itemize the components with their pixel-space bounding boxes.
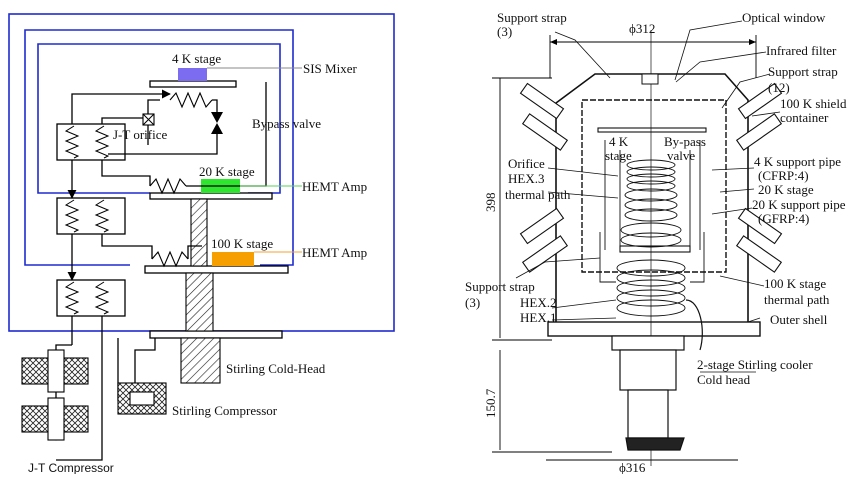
- stage-4k-label: 4 K stage: [172, 51, 221, 66]
- stage-20k-label: 20 K stage: [199, 164, 255, 179]
- infrared-filter-label: Infrared filter: [766, 43, 837, 58]
- hemt-amp-100k-block: [212, 252, 254, 266]
- support-pipe-20k-label-2: (GFRP:4): [758, 211, 809, 226]
- support-pipe-4k-label-1: 4 K support pipe: [754, 154, 841, 169]
- outer-shell-label: Outer shell: [770, 312, 828, 327]
- bypass-drawing-label-1: By-pass: [664, 134, 706, 149]
- heat-exchanger-coils: [599, 140, 705, 317]
- shield-100k-label-2: container: [780, 110, 829, 125]
- stirling-cooler-label-2: Cold head: [697, 372, 751, 387]
- dim-150-7: 150.7: [483, 388, 498, 418]
- stage-100k-drawing-label-1: 100 K stage: [764, 276, 826, 291]
- shield-100k-label-1: 100 K shield: [780, 96, 847, 111]
- hemt-amp-100k-label: HEMT Amp: [302, 245, 367, 260]
- cryostat-schematic: 4 K stage SIS Mixer J-T orifice Bypass v…: [8, 13, 395, 475]
- hex3-label: HEX.3: [508, 171, 544, 186]
- stirling-cooler-label-1: 2-stage Stirling cooler: [697, 357, 813, 372]
- stage-4k-drawing-label-2: stage: [605, 148, 632, 163]
- dim-398: 398: [483, 193, 498, 213]
- stage-100k-label: 100 K stage: [211, 236, 273, 251]
- optical-window: [641, 73, 659, 85]
- support-straps: [519, 82, 783, 273]
- support-strap-top-label-2: (3): [497, 24, 512, 39]
- stirling-compressor-label: Stirling Compressor: [172, 403, 278, 418]
- jt-orifice-label: J-T orifice: [113, 127, 167, 142]
- support-strap-bottom-label-2: (3): [465, 295, 480, 310]
- stage-20k-heat-exchanger: [149, 177, 187, 195]
- sis-mixer-block: [178, 68, 207, 81]
- stage-100k-drawing-label-2: thermal path: [764, 292, 830, 307]
- support-strap-top-label-1: Support strap: [497, 10, 567, 25]
- dim-phi-312: ϕ312: [629, 21, 655, 36]
- bypass-valve-label: Bypass valve: [252, 116, 321, 131]
- stirling-cold-head-label: Stirling Cold-Head: [226, 361, 326, 376]
- shell-base-flange: [547, 321, 761, 337]
- hemt-amp-20k-label: HEMT Amp: [302, 179, 367, 194]
- radiation-shield-20k: [37, 43, 281, 194]
- heat-exchanger-1: [56, 279, 126, 317]
- cold-head-column-upper: [190, 198, 208, 267]
- cold-head-column-lower: [185, 272, 214, 332]
- stirling-cold-head-body: [180, 337, 221, 384]
- support-strap-12-label-2: (12): [768, 80, 790, 95]
- hex1-label: HEX.1: [520, 310, 556, 325]
- hex2-label: HEX.2: [520, 295, 556, 310]
- bypass-drawing-label-2: valve: [667, 148, 695, 163]
- outer-shell: [555, 73, 749, 331]
- shield-100k-container: [581, 99, 727, 273]
- stage-4k-plate: [149, 80, 237, 88]
- jt-compressor-label: J-T Compressor: [28, 461, 114, 474]
- support-strap-12-label-1: Support strap: [768, 64, 838, 79]
- dim-phi-316: ϕ316: [619, 460, 646, 474]
- stage-20k-plate: [149, 192, 273, 200]
- optical-window-label: Optical window: [742, 10, 826, 25]
- stage-4k-drawing-label-1: 4 K: [609, 134, 629, 149]
- base-flange: [149, 330, 283, 339]
- sis-mixer-label: SIS Mixer: [303, 61, 357, 76]
- support-pipe-20k-label-1: 20 K support pipe: [752, 197, 846, 212]
- heat-exchanger-2: [56, 197, 126, 235]
- thermal-path-label: thermal path: [505, 187, 571, 202]
- stage-20k-drawing-label: 20 K stage: [758, 182, 814, 197]
- support-strap-bottom-label-1: Support strap: [465, 279, 535, 294]
- bypass-valve-symbol: [211, 112, 223, 134]
- stirling-compressor: [117, 382, 167, 415]
- cryostat-drawing: Support strap (3) ϕ312 Optical window In…: [465, 10, 847, 475]
- jt-compressor: [21, 349, 89, 441]
- stirling-cooler-cold-head: [611, 299, 703, 451]
- support-pipe-4k-label-2: (CFRP:4): [758, 168, 809, 183]
- stage-100k-heat-exchanger: [151, 250, 189, 268]
- stage-100k-plate: [144, 265, 289, 274]
- stage-4k-heat-exchanger: [169, 91, 213, 109]
- orifice-label: Orifice: [508, 156, 545, 171]
- radiation-shield-100k: [24, 29, 294, 266]
